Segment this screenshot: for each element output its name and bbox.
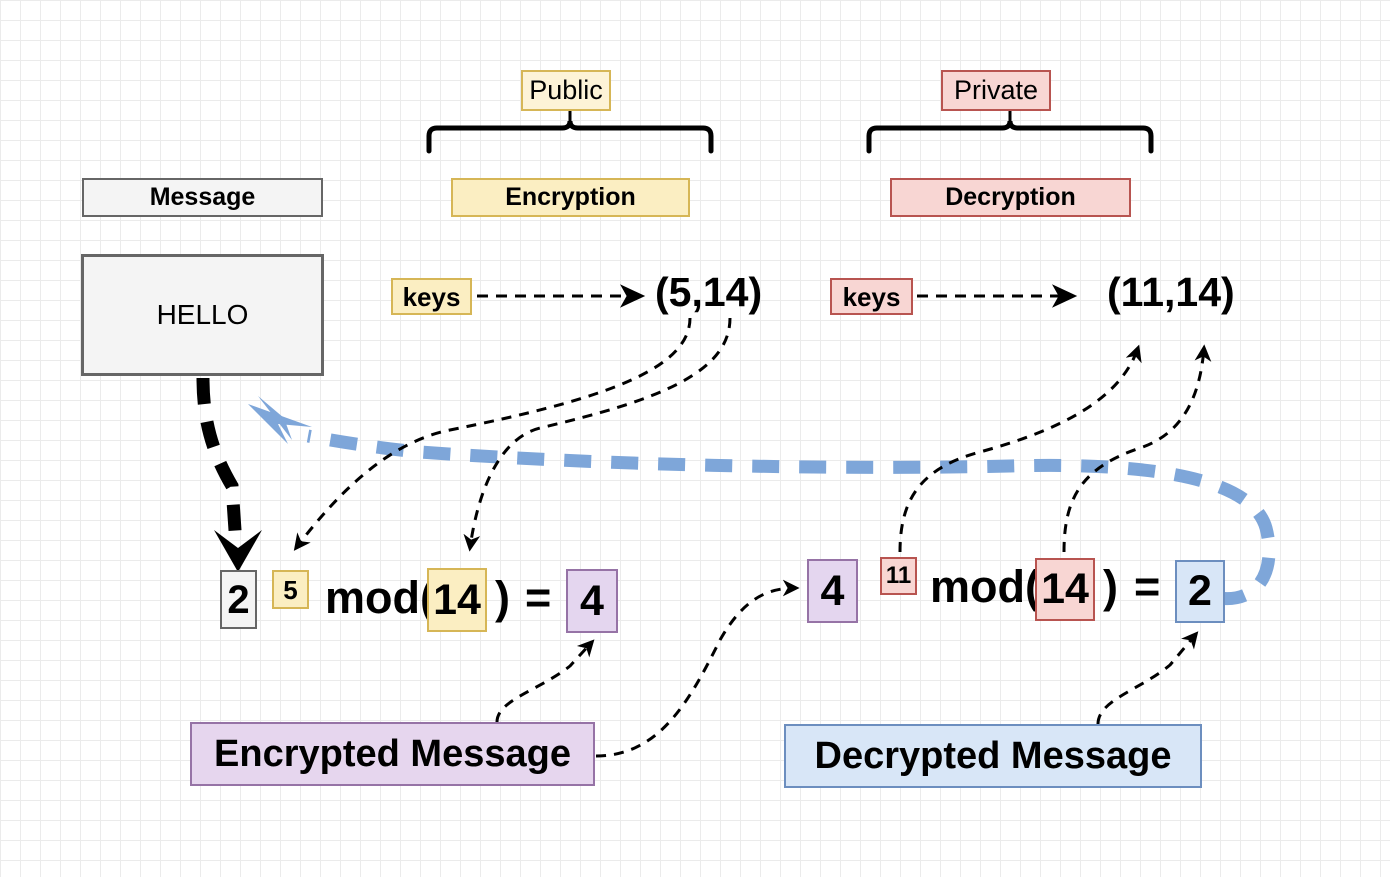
message-header-box: Message — [82, 178, 323, 217]
decryption-mod-open-label: mod( — [930, 561, 1040, 612]
encryption-keys-chip: keys — [391, 278, 472, 315]
decrypted-message-label: Decrypted Message — [814, 735, 1172, 777]
encryption-exponent-value: 5 — [283, 574, 298, 605]
encryption-base-value: 2 — [227, 577, 250, 622]
connector-public-exp-to-5 — [293, 317, 692, 551]
decryption-header-box: Decryption — [890, 178, 1131, 217]
message-value-box: HELLO — [81, 254, 324, 376]
section-chip-private: Private — [941, 70, 1051, 111]
decryption-keys-chip: keys — [830, 278, 913, 315]
decryption-mod-close: ) — [1103, 564, 1118, 609]
decryption-exponent-box: 11 — [880, 557, 917, 595]
encryption-mod-open: mod( — [325, 575, 435, 620]
private-key-pair-label: (11,14) — [1107, 269, 1235, 315]
section-chip-private-label: Private — [953, 75, 1039, 105]
connector-decrypted-label-to-result — [1096, 631, 1199, 725]
brace-private — [866, 111, 1154, 154]
decryption-result-value: 2 — [1188, 567, 1212, 615]
connector-encrypted-label-to-decrypt-input — [595, 579, 800, 758]
brace-public — [426, 111, 714, 154]
encryption-equals: = — [525, 575, 551, 620]
decryption-mod-open: mod( — [930, 564, 1040, 609]
message-value-label: HELLO — [156, 299, 249, 330]
encrypted-message-label: Encrypted Message — [214, 733, 571, 775]
encryption-result-box: 4 — [566, 569, 618, 633]
public-key-pair: (5,14) — [655, 272, 762, 313]
encryption-keys-label: keys — [402, 281, 461, 312]
encrypted-message-box: Encrypted Message — [190, 722, 595, 786]
encryption-exponent-box: 5 — [272, 570, 309, 609]
decryption-header-label: Decryption — [945, 183, 1076, 211]
section-chip-public: Public — [521, 70, 611, 111]
decryption-modulus-value: 14 — [1041, 565, 1089, 613]
connector-private-exp-to-11 — [898, 344, 1142, 553]
encryption-mod-open-label: mod( — [325, 572, 435, 623]
decryption-modulus-box: 14 — [1035, 558, 1095, 621]
message-header-label: Message — [149, 183, 256, 211]
encryption-header-box: Encryption — [451, 178, 690, 217]
connector-encrypted-label-to-result — [495, 639, 595, 723]
encryption-mod-close: ) — [495, 575, 510, 620]
decryption-base-box: 4 — [807, 559, 858, 623]
section-chip-public-label: Public — [529, 75, 603, 105]
public-key-pair-label: (5,14) — [655, 269, 763, 315]
decryption-exponent-value: 11 — [885, 562, 912, 589]
decryption-result-box: 2 — [1175, 560, 1225, 623]
connector-public-mod-to-14 — [463, 317, 732, 552]
decryption-equals-label: = — [1134, 561, 1161, 612]
encryption-modulus-value: 14 — [433, 575, 481, 624]
encryption-mod-close-label: ) — [495, 572, 510, 623]
decryption-base-value: 4 — [820, 566, 845, 615]
private-key-pair: (11,14) — [1107, 272, 1235, 313]
encryption-base-box: 2 — [220, 570, 257, 629]
arrow-message-to-numeric — [196, 377, 262, 572]
encryption-header-label: Encryption — [505, 183, 636, 211]
decryption-mod-close-label: ) — [1103, 561, 1118, 612]
connector-private-mod-to-14 — [1062, 344, 1212, 553]
decrypted-message-box: Decrypted Message — [784, 724, 1202, 788]
encryption-modulus-box: 14 — [427, 568, 487, 632]
decryption-equals: = — [1134, 564, 1160, 609]
decryption-keys-label: keys — [842, 281, 901, 312]
encryption-result-value: 4 — [580, 576, 604, 625]
encryption-equals-label: = — [525, 572, 552, 623]
